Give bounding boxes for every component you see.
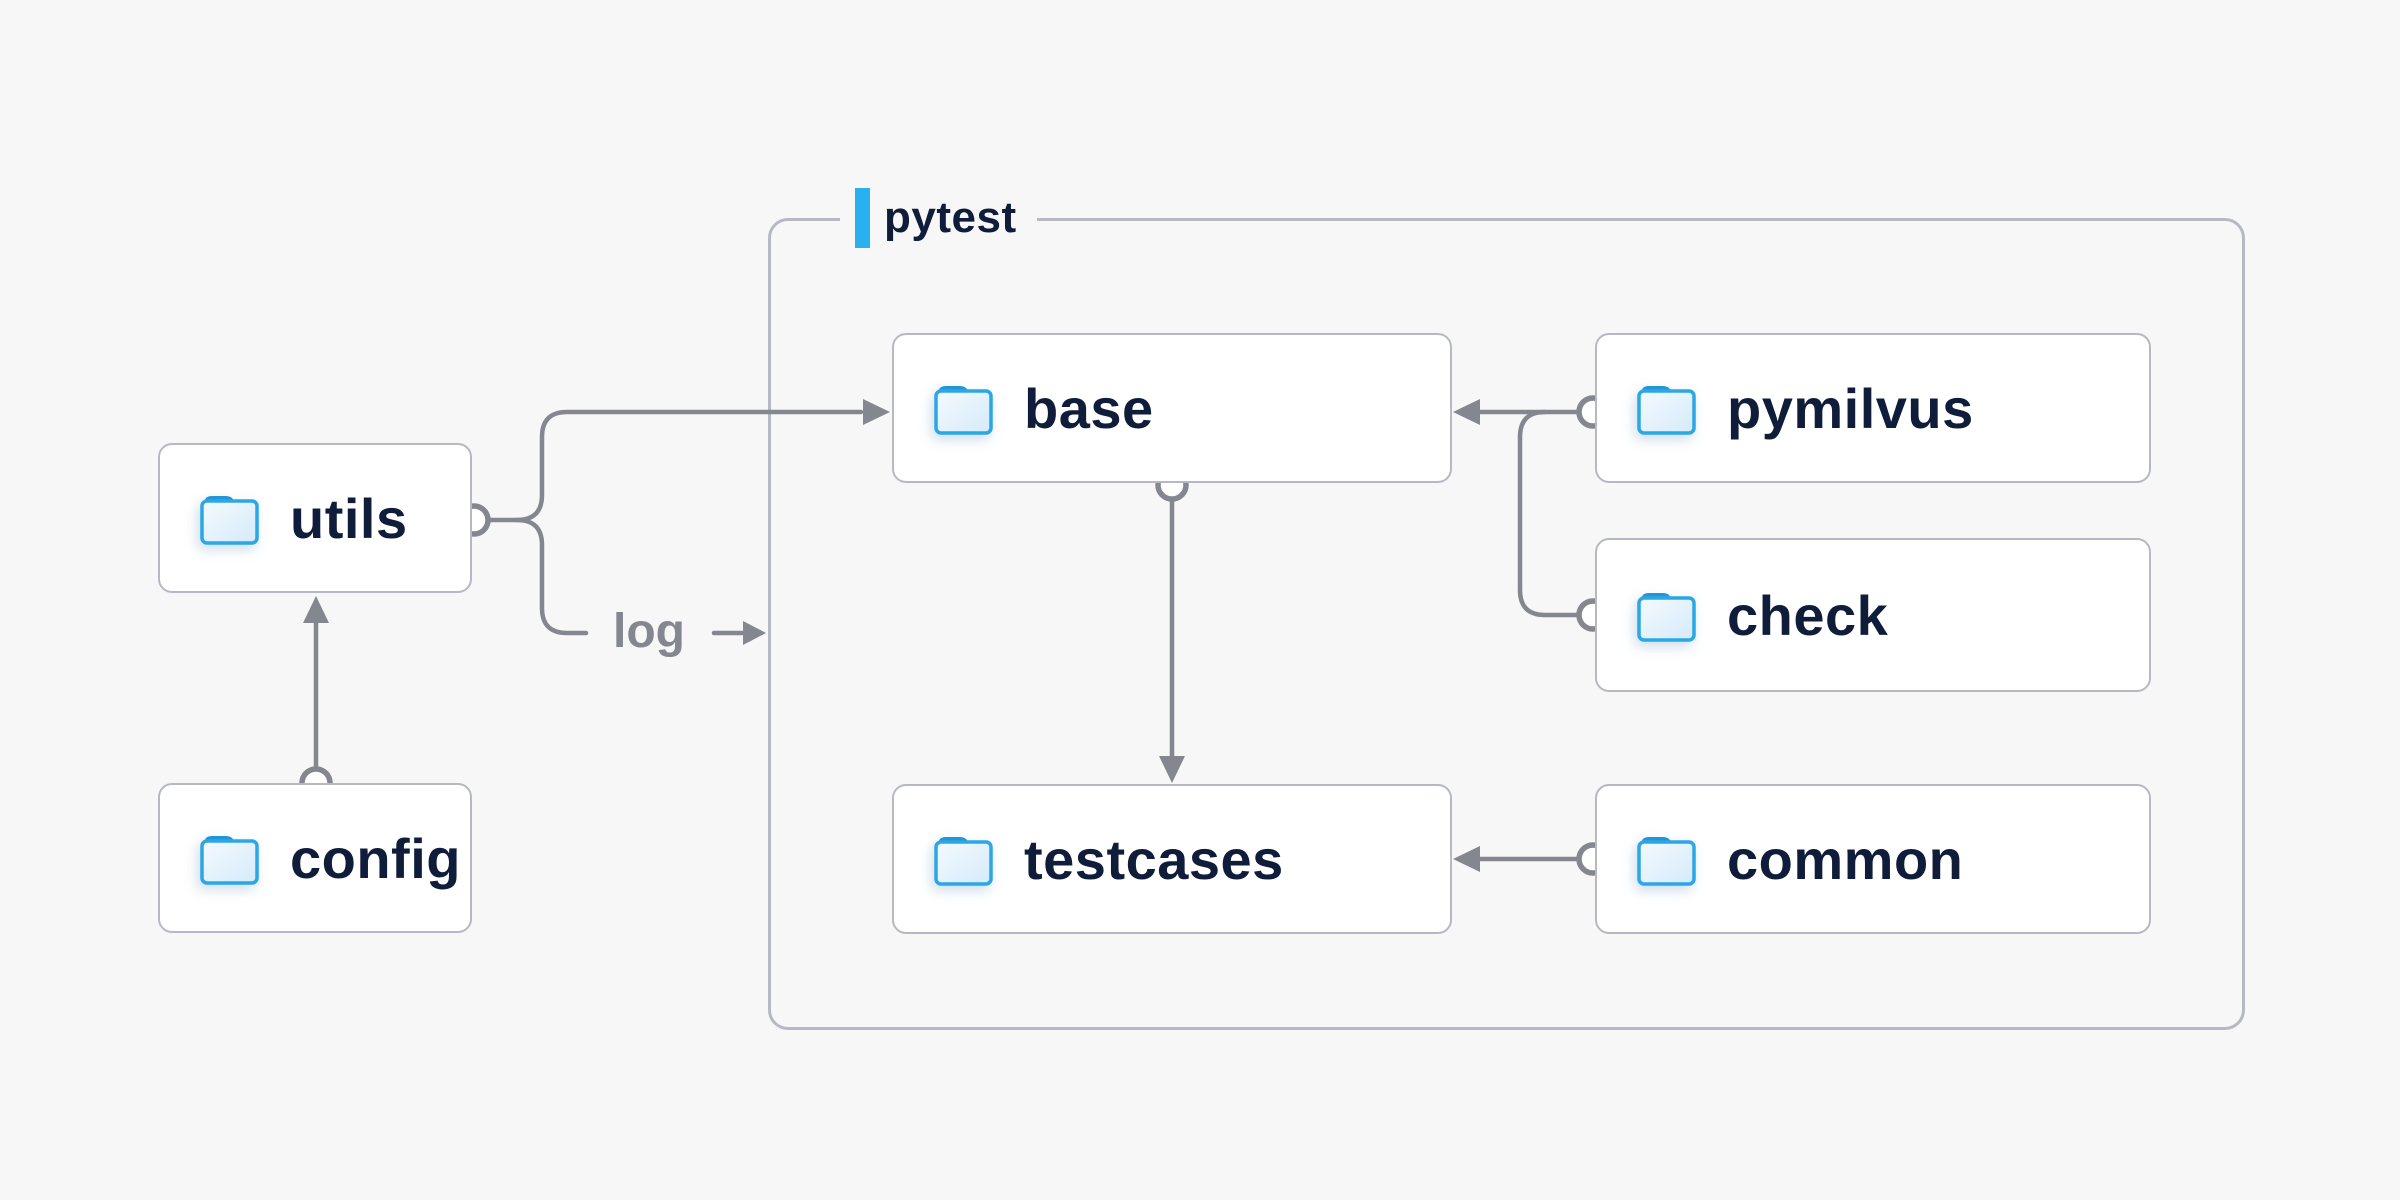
pytest-group-container [768, 218, 2245, 1030]
node-testcases: testcases [892, 784, 1452, 934]
node-utils: utils [158, 443, 472, 593]
node-config: config [158, 783, 472, 933]
arrowhead-log-into-container [743, 621, 766, 645]
arrowhead-into-utils [303, 596, 329, 623]
node-label: pymilvus [1727, 376, 1974, 440]
folder-icon [1635, 588, 1697, 642]
node-label: check [1727, 583, 1889, 647]
node-label: config [290, 826, 461, 890]
folder-icon [932, 381, 994, 435]
node-label: common [1727, 827, 1964, 891]
folder-icon [1635, 381, 1697, 435]
node-label: utils [290, 486, 408, 550]
node-label: base [1024, 376, 1154, 440]
node-check: check [1595, 538, 2151, 692]
folder-icon [1635, 832, 1697, 886]
folder-icon [198, 831, 260, 885]
folder-icon [932, 832, 994, 886]
accent-bar-icon [855, 188, 870, 248]
node-base: base [892, 333, 1452, 483]
pytest-group-title: pytest [884, 193, 1017, 242]
node-common: common [1595, 784, 2151, 934]
node-label: testcases [1024, 827, 1284, 891]
edge-label-log: log [613, 605, 685, 658]
node-pymilvus: pymilvus [1595, 333, 2151, 483]
pytest-group-label: pytest [840, 182, 1037, 254]
edge-utils-log-line [514, 517, 589, 636]
folder-icon [198, 491, 260, 545]
